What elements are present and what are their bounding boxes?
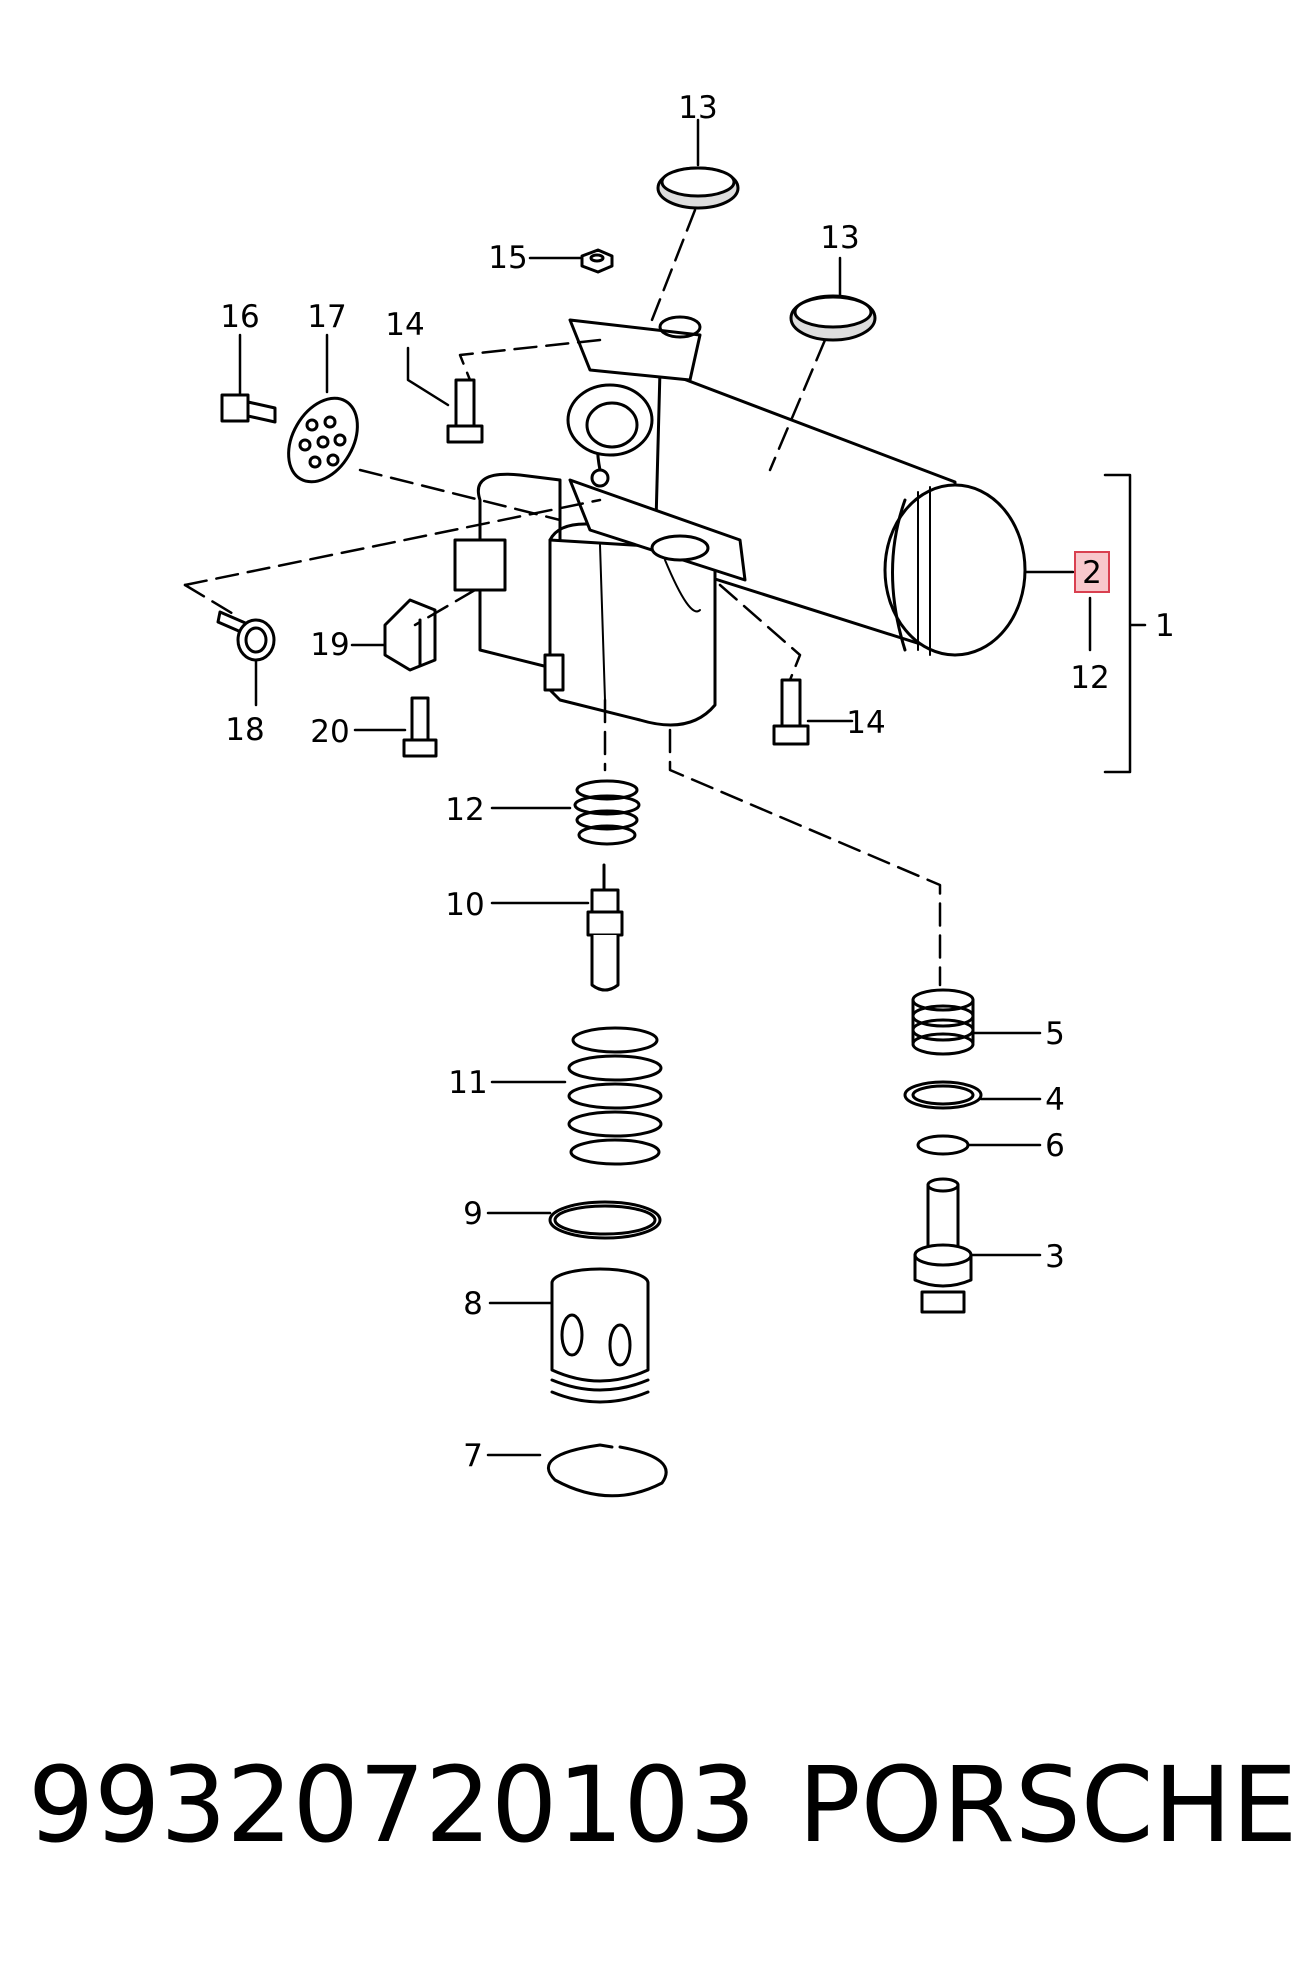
seal-ring-4 [903,1080,983,1110]
snap-ring-7 [547,1443,668,1498]
seal-ring-13b [789,294,877,342]
leader-lines [238,118,1092,1457]
callout-highlight-box [1074,551,1110,593]
screen-disc-17 [287,396,359,484]
callout-13a: 13 [678,90,717,126]
screw-18 [216,610,276,662]
nut-15 [580,248,614,274]
callout-17: 17 [307,299,346,335]
piston-10 [586,863,624,992]
callout-4: 4 [1045,1082,1065,1118]
callout-6: 6 [1045,1128,1065,1164]
bolt-16 [220,393,277,424]
callout-10: 10 [445,887,484,923]
callout-11: 11 [448,1065,487,1101]
callout-20: 20 [310,714,349,750]
bolt-20 [402,696,438,758]
seal-ring-13a [656,166,740,210]
group-bracket [1103,473,1147,774]
callout-19: 19 [310,627,349,663]
spring-11 [567,1026,663,1166]
bracket-19 [383,598,437,672]
oil-filter-canister [653,368,1027,657]
valve-insert-5 [911,988,975,1056]
callout-9: 9 [463,1196,483,1232]
callout-8: 8 [463,1286,483,1322]
footer-caption: 99320720103 PORSCHE [28,1745,1298,1865]
callout-5: 5 [1045,1016,1065,1052]
callout-12b: 12 [1070,660,1109,696]
callout-14a: 14 [385,307,424,343]
dashed-assembly-lines [183,208,942,987]
callout-1: 1 [1155,608,1175,644]
callout-labels: 13 13 15 16 17 14 2 12 1 19 18 20 14 12 … [220,90,1174,1474]
part-number: 99320720103 [28,1744,756,1866]
spring-12 [573,779,641,846]
callout-16: 16 [220,299,259,335]
callout-3: 3 [1045,1239,1065,1275]
callout-14b: 14 [846,705,885,741]
bolt-14a [446,378,484,444]
o-ring-6 [916,1134,970,1156]
callout-7: 7 [463,1438,483,1474]
callout-15: 15 [488,240,527,276]
brand-name: PORSCHE [798,1744,1298,1866]
sleeve-8 [550,1267,650,1404]
callout-13b: 13 [820,220,859,256]
callout-2: 2 [1082,555,1102,591]
o-ring-9 [548,1200,662,1240]
callout-18: 18 [225,712,264,748]
plug-3 [913,1177,973,1314]
bolt-14b [772,678,810,746]
callout-12a: 12 [445,792,484,828]
filter-housing [453,315,747,727]
